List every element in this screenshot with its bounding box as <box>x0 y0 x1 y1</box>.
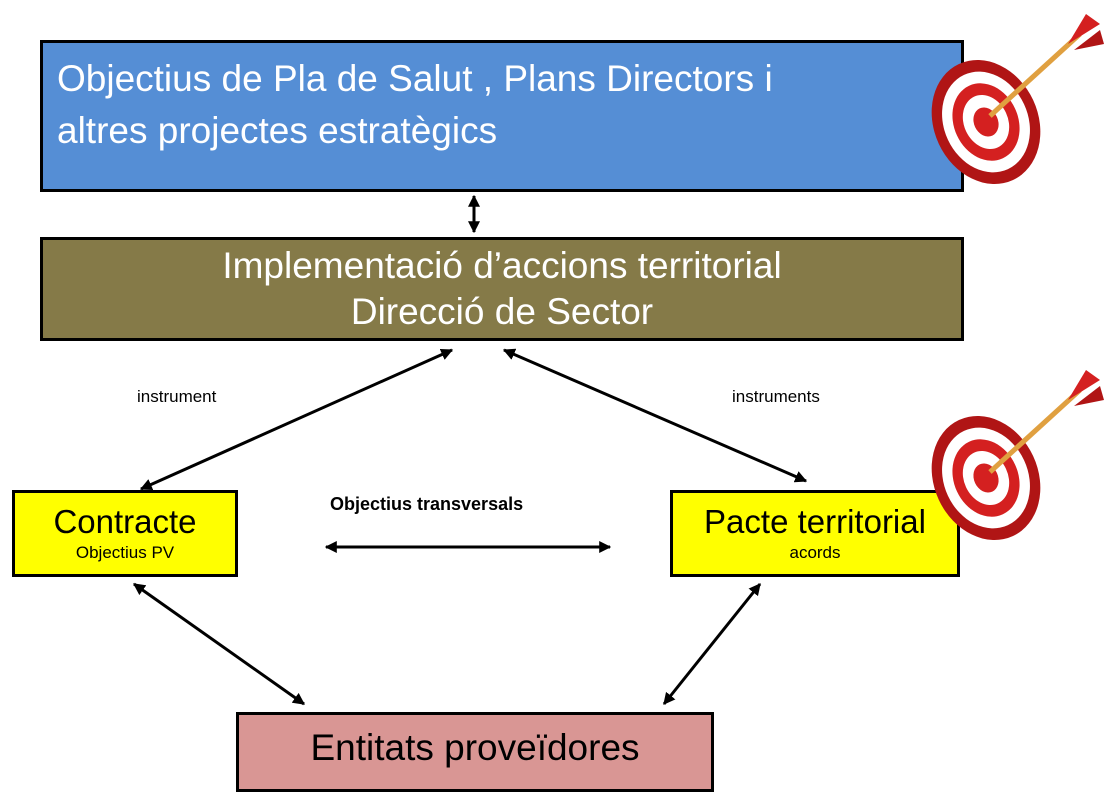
transversal-objectives-label: Objectius transversals <box>330 494 524 514</box>
contract-title: Contracte <box>53 502 197 540</box>
strategic-objectives-box: Objectius de Pla de Salut , Plans Direct… <box>40 40 964 192</box>
arrow-impl-to-contract <box>139 348 454 491</box>
connector-arrows <box>133 194 808 706</box>
implementation-line2: Direcció de Sector <box>350 291 654 332</box>
target-dart-icon <box>931 370 1104 541</box>
pact-title: Pacte territorial <box>704 502 926 540</box>
pact-subtitle: acords <box>789 542 841 562</box>
target-dart-icon <box>931 14 1104 185</box>
strategic-objectives-line2: altres projectes estratègics <box>57 110 498 151</box>
territorial-pact-box: Pacte territorial acords <box>670 490 960 577</box>
implementation-line1: Implementació d’accions territorial <box>222 245 782 286</box>
arrow-contract-to-entitats <box>133 582 305 706</box>
territorial-implementation-box: Implementació d’accions territorial Dire… <box>40 237 964 341</box>
provider-entities-label: Entitats proveïdores <box>310 727 640 768</box>
arrow-impl-to-pact <box>502 348 808 483</box>
arrow-pact-to-entitats <box>662 583 762 705</box>
contract-box: Contracte Objectius PV <box>12 490 238 577</box>
strategic-objectives-line1: Objectius de Pla de Salut , Plans Direct… <box>57 58 773 99</box>
contract-subtitle: Objectius PV <box>75 542 175 562</box>
